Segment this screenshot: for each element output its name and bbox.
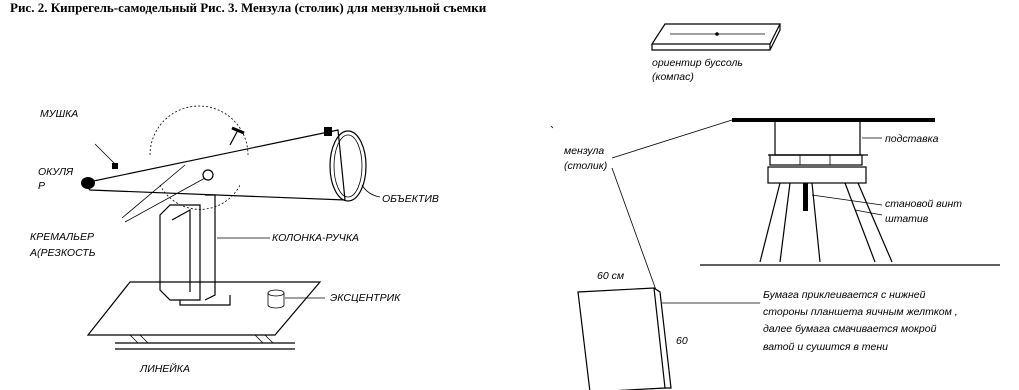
note-line-3: далее бумага смачивается мокрой (763, 323, 937, 335)
protractor-arc (149, 105, 249, 156)
label-orientir-1: ориентир буссоль (652, 57, 743, 69)
label-kremalyera-1: КРЕМАЛЬЕР (30, 231, 94, 243)
leader-kremalyera-2 (124, 177, 206, 223)
tripod-leg-3 (811, 182, 821, 263)
ruler-leg-3 (254, 334, 264, 344)
label-size-top: 60 см (597, 270, 624, 282)
eyepiece (81, 177, 95, 189)
label-menzula-2: (столик) (564, 160, 607, 172)
tripod-leg-2 (779, 182, 791, 263)
column-base (179, 295, 231, 306)
note-line-2: стороны планшета яичным желтком , (763, 306, 958, 318)
mounting-screw (803, 183, 808, 211)
column-handle-left (159, 204, 201, 301)
label-vint-2: штатив (885, 213, 929, 225)
leader-kremalyera (121, 164, 186, 219)
leader-mushka (94, 143, 117, 166)
telescope-tube (82, 129, 346, 201)
label-vint-1: становой винт (885, 198, 962, 210)
objective-lens-inner (333, 134, 363, 198)
label-size-side: 60 (676, 335, 688, 347)
label-okulyar-1: ОКУЛЯ (38, 166, 74, 178)
tripod-leg-4 (844, 182, 876, 263)
label-obyektiv: ОБЪЕКТИВ (382, 193, 439, 205)
tripod-leg-1 (759, 182, 781, 263)
leader-menzula (611, 119, 733, 159)
rear-sight (324, 127, 332, 136)
label-okulyar-2: Р (38, 180, 45, 192)
front-sight (112, 163, 118, 169)
note-line-1: Бумага приклеивается с нижней (763, 289, 926, 301)
tripod-leg-5 (857, 182, 893, 263)
ruler-leg-4 (264, 334, 274, 344)
note-line-4: ватой и сушится в тени (763, 341, 888, 353)
kipregel-diagram: МУШКА ОКУЛЯ Р КРЕМАЛЬЕР А(РЕЗКОСТЬ ОБЪЕК… (29, 105, 439, 375)
compass-center (715, 32, 719, 36)
page-title: Рис. 2. Кипрегель-самодельный Рис. 3. Ме… (10, 0, 487, 15)
stand-ring (769, 154, 863, 166)
column-post (204, 194, 216, 301)
column-handle-inner (171, 208, 191, 292)
label-lineyka: ЛИНЕЙКА (139, 362, 190, 375)
eccentric-body (267, 293, 285, 309)
ruler-leg-1 (129, 334, 139, 344)
leader-shtativ (854, 209, 883, 216)
ruler-leg-2 (139, 334, 149, 344)
label-mushka: МУШКА (40, 108, 78, 120)
planchet-side (653, 287, 672, 389)
label-kolonka: КОЛОНКА-РУЧКА (272, 232, 359, 244)
menzula-diagram: ориентир буссоль (компас) (550, 23, 1000, 390)
base-plate (86, 281, 322, 336)
label-menzula-1: мензула (564, 145, 604, 157)
tick-mark (550, 125, 554, 129)
label-orientir-2: (компас) (652, 71, 694, 83)
label-ekstsentrik: ЭКСЦЕНТРИК (330, 292, 401, 304)
leader-menzula-2 (611, 167, 657, 291)
focus-knob (202, 169, 214, 181)
label-kremalyera-2: А(РЕЗКОСТЬ (29, 247, 96, 259)
stand-head (767, 166, 867, 184)
leader-vint (811, 194, 883, 206)
objective-lens (329, 130, 367, 202)
eccentric-top (267, 289, 285, 297)
level-knob-stem (229, 129, 239, 146)
level-knob (231, 126, 245, 135)
label-podstavka: подставка (885, 133, 939, 145)
leader-obyektiv (361, 184, 381, 198)
compass-side (651, 24, 781, 51)
planchet-front (577, 287, 666, 390)
table-body (774, 122, 861, 156)
